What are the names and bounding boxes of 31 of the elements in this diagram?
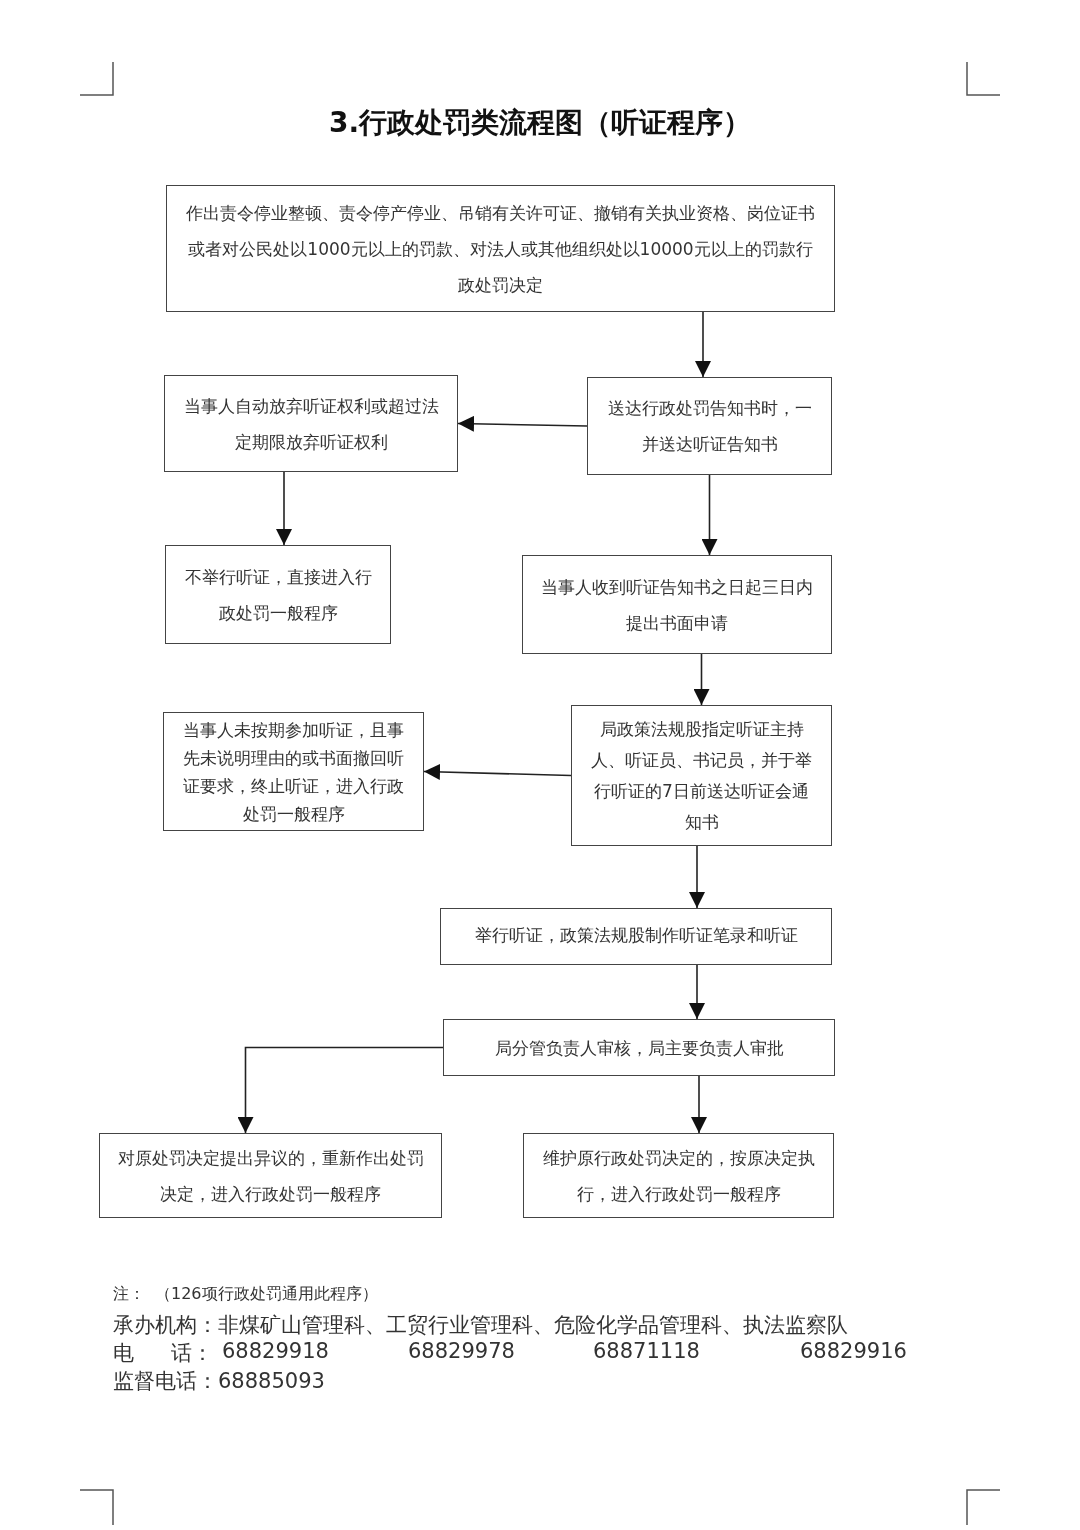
arrow (689, 964, 705, 1020)
arrow (237, 1046, 444, 1134)
arrow (701, 474, 718, 556)
process-box: 当事人自动放弃听证权利或超过法定期限放弃听证权利 (164, 375, 458, 472)
arrow (457, 415, 588, 432)
supervision-phone-text: 监督电话：68885093 (113, 1368, 325, 1395)
process-box: 送达行政处罚告知书时，一并送达听证告知书 (587, 377, 832, 475)
process-box: 作出责令停业整顿、责令停产停业、吊销有关许可证、撤销有关执业资格、岗位证书或者对公民处以1000元以上的罚款、对法人或其他组织处以10000元以上的罚款行政处罚决定 (166, 185, 835, 312)
process-box: 局政策法规股指定听证主持人、听证员、书记员，并于举行听证的7日前送达听证会通知书 (571, 705, 832, 846)
process-box: 举行听证，政策法规股制作听证笔录和听证 (440, 908, 832, 965)
arrow (423, 763, 572, 780)
phone-number: 68829978 (408, 1339, 515, 1363)
arrow (691, 1075, 707, 1134)
process-box: 当事人收到听证告知书之日起三日内提出书面申请 (522, 555, 832, 654)
process-box: 不举行听证，直接进入行政处罚一般程序 (165, 545, 391, 644)
note-text: （126项行政处罚通用此程序） (155, 1284, 378, 1305)
phone-label: 电 话： (113, 1340, 213, 1367)
phone-number: 68871118 (593, 1339, 700, 1363)
process-box: 对原处罚决定提出异议的，重新作出处罚决定，进入行政处罚一般程序 (99, 1133, 442, 1218)
process-box: 局分管负责人审核，局主要负责人审批 (443, 1019, 835, 1076)
title: 3.行政处罚类流程图（听证程序） (327, 105, 753, 141)
process-box: 维护原行政处罚决定的，按原决定执行，进入行政处罚一般程序 (523, 1133, 834, 1218)
arrow (695, 311, 711, 378)
process-box: 当事人未按期参加听证，且事先未说明理由的或书面撤回听证要求，终止听证，进入行政处罚一般程序 (163, 712, 424, 831)
phone-number: 68829916 (800, 1339, 907, 1363)
phone-number: 68829918 (222, 1339, 329, 1363)
arrow (693, 653, 710, 706)
note-label: 注： (113, 1284, 145, 1305)
agency-text: 承办机构：非煤矿山管理科、工贸行业管理科、危险化学品管理科、执法监察队 (113, 1312, 848, 1339)
arrow (689, 845, 705, 909)
arrow (276, 471, 292, 546)
